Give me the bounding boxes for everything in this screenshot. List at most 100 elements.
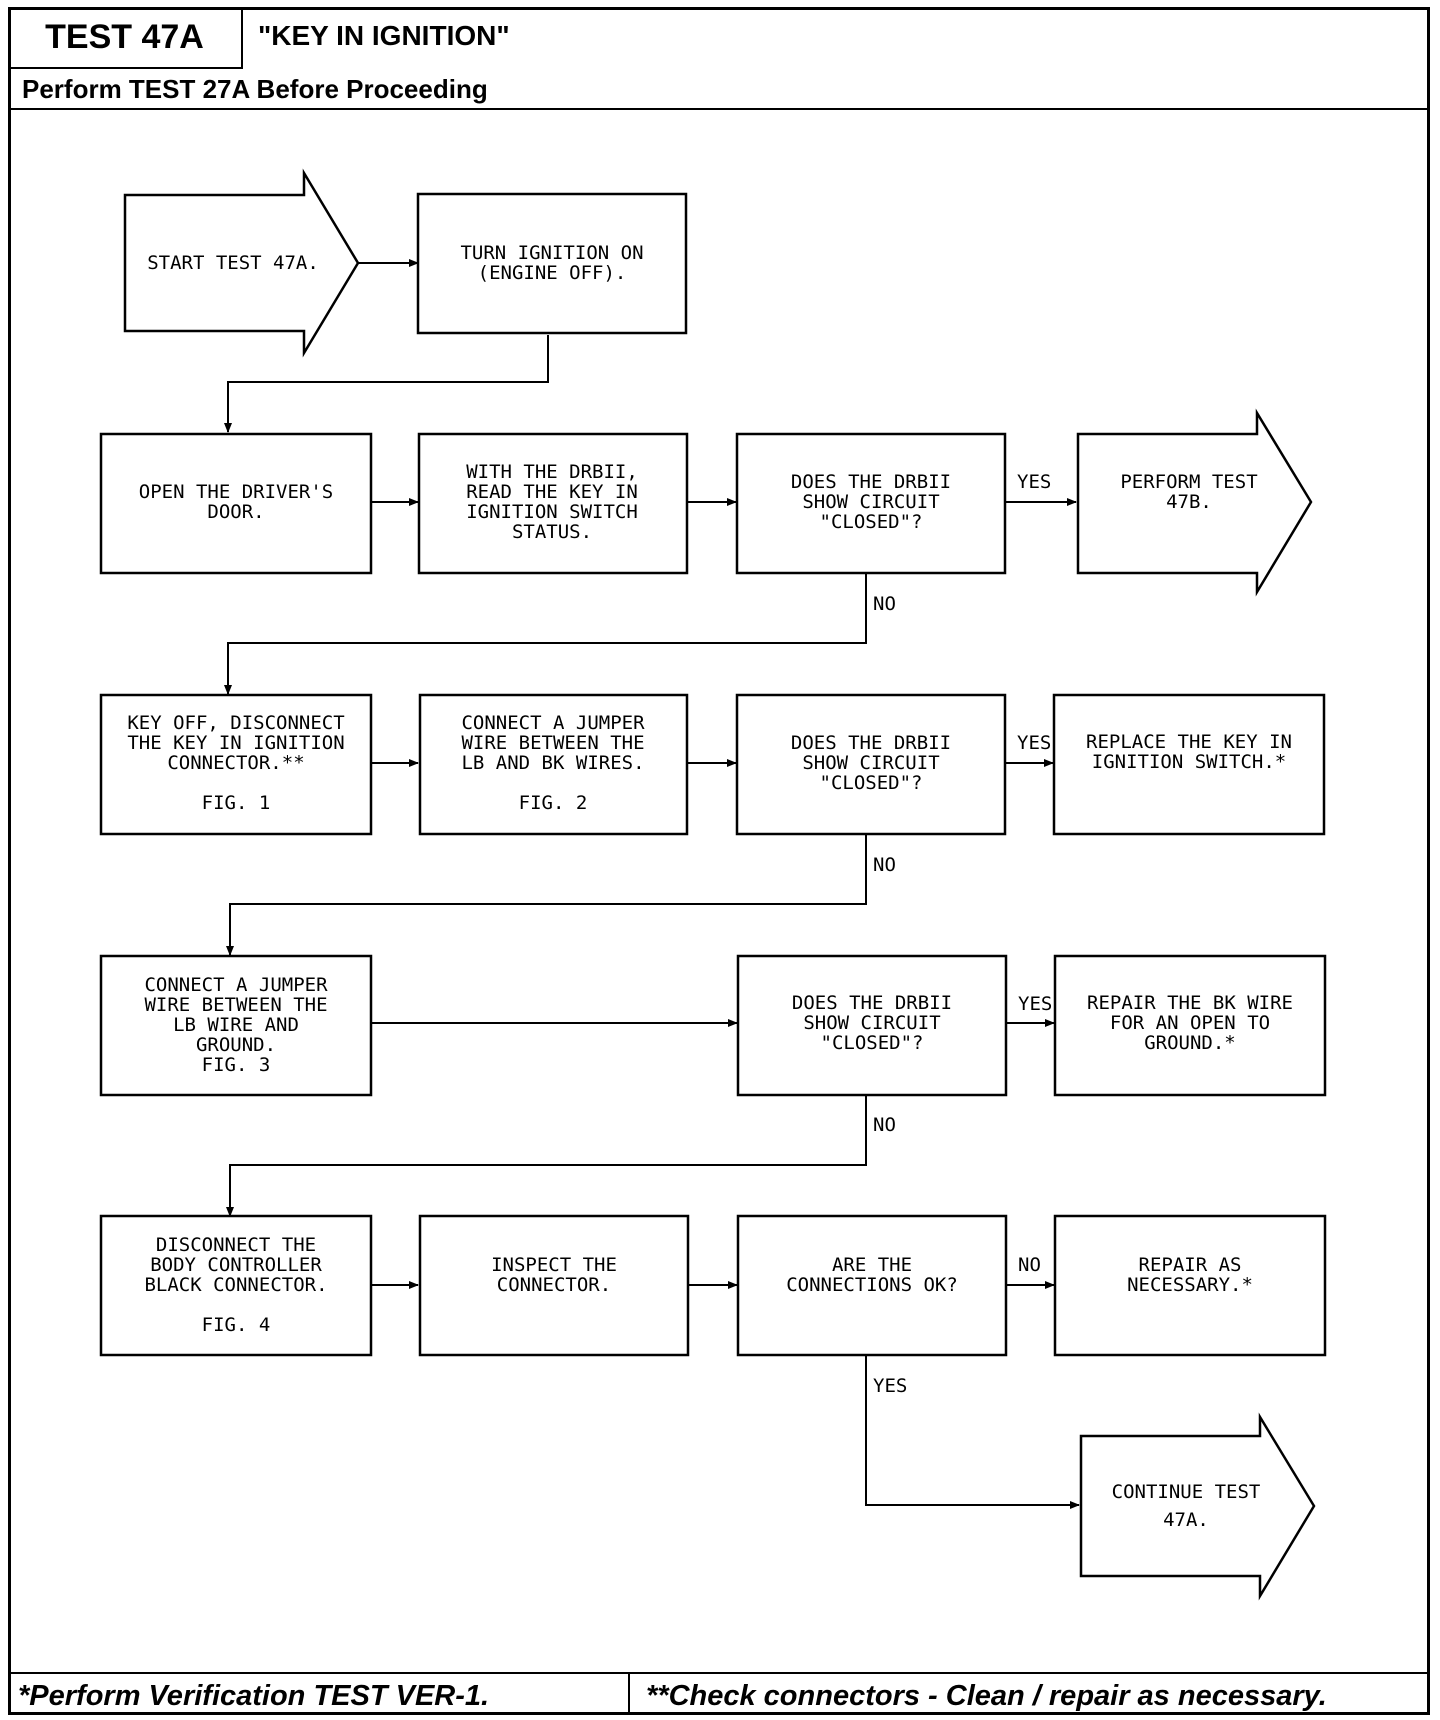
decision-2-line: DOES THE DRBII — [791, 732, 951, 754]
no-label-1: NO — [873, 593, 896, 615]
read-status-line: IGNITION SWITCH — [466, 501, 638, 523]
disconnect-key-box — [99, 693, 373, 836]
inspect-box — [418, 1214, 690, 1357]
turn-ignition-line: TURN IGNITION ON — [460, 242, 643, 264]
decision-1-line: SHOW CIRCUIT — [802, 491, 939, 513]
repair-bk-line: GROUND.* — [1144, 1032, 1236, 1054]
page-frame — [8, 7, 1430, 1715]
decision-1-box — [735, 432, 1007, 575]
repair-bk-line: FOR AN OPEN TO — [1110, 1012, 1270, 1034]
disconnect-body-box — [99, 1214, 373, 1357]
decision-3-line: SHOW CIRCUIT — [803, 1012, 940, 1034]
continue-line: CONTINUE TEST — [1112, 1481, 1261, 1503]
repair-necessary-line: REPAIR AS — [1139, 1254, 1242, 1276]
jumper-lb-ground-line: WIRE BETWEEN THE — [144, 994, 327, 1016]
test-title: "KEY IN IGNITION" — [258, 20, 510, 51]
jumper-lb-ground-line: GROUND. — [196, 1034, 276, 1056]
perform-47b-arrow — [1076, 408, 1313, 597]
jumper-lb-ground-line: CONNECT A JUMPER — [144, 974, 328, 996]
disconnect-key-line: FIG. 1 — [202, 792, 271, 814]
read-status-line: WITH THE DRBII, — [466, 461, 638, 483]
turn-ignition-line: (ENGINE OFF). — [478, 262, 627, 284]
footer-split — [628, 1672, 630, 1714]
perform-47b-line: 47B. — [1166, 491, 1212, 513]
inspect-line: INSPECT THE — [491, 1254, 617, 1276]
jumper-lb-bk-line: FIG. 2 — [519, 792, 588, 814]
start-line: START TEST 47A. — [147, 252, 319, 274]
decision-1-line: DOES THE DRBII — [791, 471, 951, 493]
no-label-4: NO — [1018, 1254, 1041, 1276]
decision-3-line: "CLOSED"? — [821, 1032, 924, 1054]
repair-necessary-box — [1053, 1214, 1327, 1357]
decision-2-box — [735, 693, 1007, 836]
open-door-line: DOOR. — [207, 501, 264, 523]
decision-4-box — [736, 1214, 1008, 1357]
decision-2-line: SHOW CIRCUIT — [802, 752, 939, 774]
jumper-lb-ground-box — [99, 954, 373, 1097]
continue-line: 47A. — [1163, 1509, 1209, 1531]
decision-1-line: "CLOSED"? — [820, 511, 923, 533]
disconnect-body-line: FIG. 4 — [202, 1314, 271, 1336]
open-door-line: OPEN THE DRIVER'S — [139, 481, 333, 503]
replace-switch-line: IGNITION SWITCH.* — [1092, 751, 1286, 773]
connectors — [224, 259, 1080, 1509]
footer-connector-note: **Check connectors - Clean / repair as n… — [646, 1680, 1327, 1712]
disconnect-body-line: BLACK CONNECTOR. — [144, 1274, 327, 1296]
turn-ignition-text: TURN IGNITION ON(ENGINE OFF). — [460, 242, 643, 284]
no-label-2: NO — [873, 854, 896, 876]
replace-switch-line: REPLACE THE KEY IN — [1086, 731, 1292, 753]
header-divider — [8, 108, 1430, 110]
repair-necessary-line: NECESSARY.* — [1127, 1274, 1253, 1296]
yes-label-2: YES — [1017, 732, 1051, 754]
disconnect-body-line: DISCONNECT THE — [156, 1234, 316, 1256]
continue-arrow — [1079, 1412, 1316, 1601]
footer-divider — [8, 1672, 1430, 1674]
read-status-line: READ THE KEY IN — [466, 481, 638, 503]
decision-2-line: "CLOSED"? — [820, 772, 923, 794]
read-status-line: STATUS. — [512, 521, 592, 543]
footer-verification-note: *Perform Verification TEST VER-1. — [18, 1680, 490, 1712]
start-arrow — [123, 168, 360, 358]
perform-47b-line: PERFORM TEST — [1120, 471, 1257, 493]
open-door-box — [99, 432, 373, 575]
jumper-lb-ground-line: LB WIRE AND — [173, 1014, 299, 1036]
read-status-box — [417, 432, 689, 575]
jumper-lb-bk-box — [418, 693, 689, 836]
no-label-3: NO — [873, 1114, 896, 1136]
jumper-lb-ground-line: FIG. 3 — [202, 1054, 271, 1076]
disconnect-key-line: CONNECTOR.** — [167, 752, 304, 774]
repair-bk-line: REPAIR THE BK WIRE — [1087, 992, 1293, 1014]
jumper-lb-bk-line: LB AND BK WIRES. — [461, 752, 644, 774]
test-id-box: TEST 47A — [8, 7, 243, 69]
disconnect-key-line: KEY OFF, DISCONNECT — [127, 712, 344, 734]
repair-bk-box — [1053, 954, 1327, 1097]
jumper-lb-bk-line: WIRE BETWEEN THE — [461, 732, 644, 754]
yes-label-3: YES — [1018, 993, 1052, 1015]
prerequisite-note: Perform TEST 27A Before Proceeding — [22, 74, 488, 104]
decision-3-box — [736, 954, 1008, 1097]
decision-4-line: ARE THE — [832, 1254, 912, 1276]
disconnect-body-line: BODY CONTROLLER — [150, 1254, 322, 1276]
start-text: START TEST 47A. — [147, 252, 319, 274]
continue-text: CONTINUE TEST 47A. — [1112, 1481, 1261, 1531]
decision-4-line: CONNECTIONS OK? — [786, 1274, 958, 1296]
decision-3-line: DOES THE DRBII — [792, 992, 952, 1014]
yes-label-4: YES — [873, 1375, 907, 1397]
inspect-line: CONNECTOR. — [497, 1274, 611, 1296]
disconnect-key-line: THE KEY IN IGNITION — [127, 732, 344, 754]
